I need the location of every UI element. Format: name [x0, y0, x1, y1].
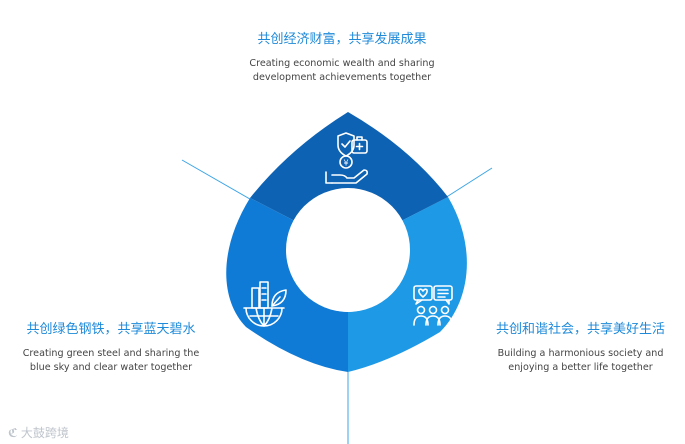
connector-line-right	[444, 167, 493, 199]
description-line: enjoying a better life together	[508, 362, 653, 373]
description-line: Creating economic wealth and sharing	[249, 58, 435, 69]
section-description: Creating economic wealth and sharing dev…	[222, 57, 462, 85]
segment-green-steel	[226, 198, 348, 372]
description-line: Building a harmonious society and	[497, 348, 664, 359]
watermark-logo-icon: ℭ	[8, 426, 18, 440]
description-line: blue sky and clear water together	[29, 362, 193, 373]
svg-text:¥: ¥	[343, 159, 348, 168]
green-factory-globe-icon	[243, 281, 287, 327]
watermark-text: 大鼓跨境	[20, 426, 69, 440]
section-economic: 共创经济财富，共享发展成果 Creating economic wealth a…	[222, 28, 462, 85]
shield-coin-hand-icon: ¥	[325, 132, 368, 184]
section-description: Building a harmonious society and enjoyi…	[478, 347, 683, 375]
section-description: Creating green steel and sharing the blu…	[0, 347, 222, 375]
section-society: 共创和谐社会，共享美好生活 Building a harmonious soci…	[478, 318, 683, 375]
segment-harmonious-society	[348, 197, 467, 372]
community-chat-icon	[413, 285, 453, 326]
center-circle	[286, 188, 410, 312]
section-green: 共创绿色钢铁，共享蓝天碧水 Creating green steel and s…	[0, 318, 222, 375]
section-title: 共创和谐社会，共享美好生活	[495, 322, 665, 337]
section-title: 共创绿色钢铁，共享蓝天碧水	[26, 322, 196, 337]
connector-line-left	[181, 159, 263, 207]
section-title: 共创经济财富，共享发展成果	[257, 32, 427, 47]
description-line: development achievements together	[252, 72, 432, 83]
description-line: Creating green steel and sharing the	[22, 348, 200, 359]
